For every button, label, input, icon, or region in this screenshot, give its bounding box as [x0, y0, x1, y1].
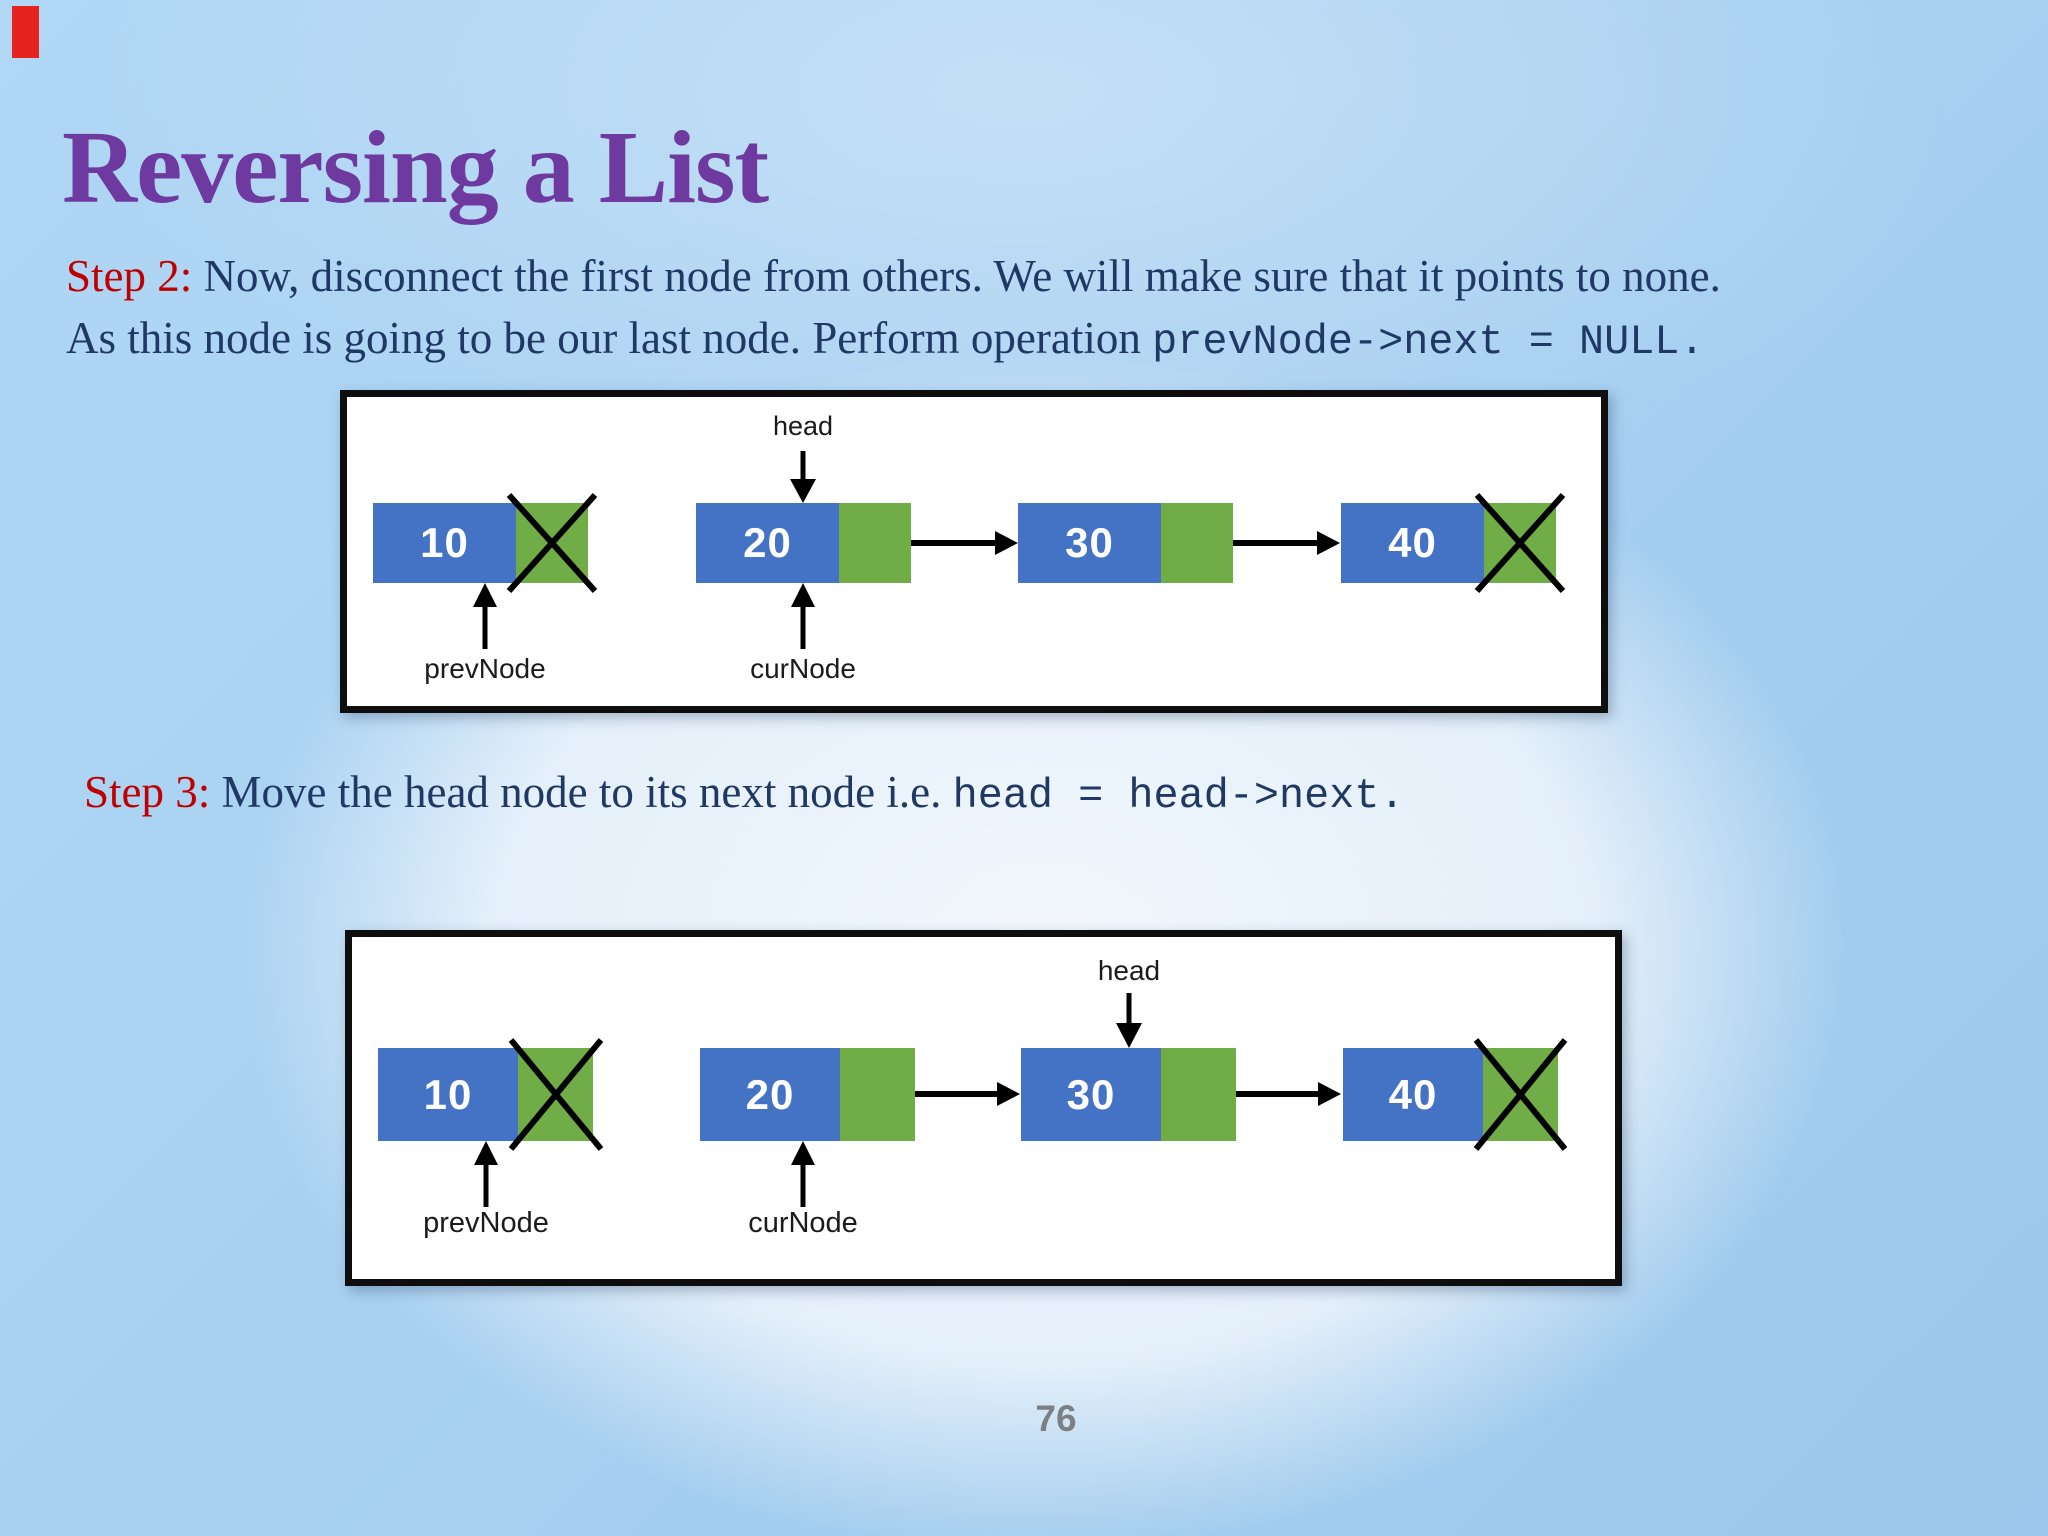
step3-code: head = head->next.	[952, 772, 1405, 820]
node-20-value: 20	[700, 1048, 840, 1141]
node-40: 40	[1343, 1048, 1558, 1141]
prevnode-pointer-arrow	[473, 583, 497, 649]
next-link-arrow-30-40	[1236, 1082, 1341, 1106]
node-40: 40	[1341, 503, 1556, 583]
node-30-value: 30	[1018, 503, 1161, 583]
node-30-next-pointer	[1161, 1048, 1236, 1141]
head-pointer-arrow	[790, 451, 816, 503]
node-40-value: 40	[1343, 1048, 1483, 1141]
node-20: 20	[696, 503, 911, 583]
prevnode-pointer-arrow	[474, 1141, 498, 1207]
curnode-pointer-arrow	[791, 1141, 815, 1207]
node-20-value: 20	[696, 503, 839, 583]
null-x-mark-node-40	[1474, 492, 1566, 594]
red-marker	[12, 6, 39, 58]
curnode-label: curNode	[748, 1207, 858, 1239]
node-30-next-pointer	[1161, 503, 1233, 583]
page-number: 76	[1035, 1398, 1077, 1439]
node-10-value: 10	[373, 503, 516, 583]
next-link-arrow-30-40	[1233, 531, 1340, 555]
step3-label: Step 3:	[84, 767, 211, 817]
null-x-mark-node-10	[506, 492, 598, 594]
slide-title: Reversing a List	[62, 109, 769, 225]
node-30-value: 30	[1021, 1048, 1161, 1141]
node-20: 20	[700, 1048, 915, 1141]
node-30: 30	[1018, 503, 1233, 583]
next-link-arrow-20-30	[915, 1082, 1020, 1106]
head-label: head	[772, 411, 834, 441]
node-20-next-pointer	[840, 1048, 915, 1141]
node-40-value: 40	[1341, 503, 1484, 583]
step2-label: Step 2:	[66, 251, 193, 301]
step2-paragraph: Step 2: Now, disconnect the first node f…	[66, 245, 2026, 372]
null-x-mark-node-10	[508, 1038, 604, 1151]
diagram2-arrows	[474, 993, 1568, 1207]
node-10-value: 10	[378, 1048, 518, 1141]
step2-text-line1: Now, disconnect the first node from othe…	[192, 251, 1721, 301]
curnode-pointer-arrow	[791, 583, 815, 649]
next-link-arrow-20-30	[911, 531, 1018, 555]
node-20-next-pointer	[839, 503, 911, 583]
curnode-label: curNode	[750, 653, 856, 684]
diagram1-arrows	[473, 451, 1566, 649]
step3-paragraph: Step 3: Move the head node to its next n…	[84, 761, 1984, 826]
step2-text-line2: As this node is going to be our last nod…	[66, 313, 1153, 364]
step3-text: Move the head node to its next node i.e.	[210, 767, 953, 817]
head-label: head	[1097, 955, 1161, 986]
node-30: 30	[1021, 1048, 1236, 1141]
diagram-step2-linked-list: 10 20 30 40 head prevNode curNode	[340, 390, 1608, 713]
prevnode-label: prevNode	[424, 653, 546, 684]
head-pointer-arrow	[1116, 993, 1142, 1048]
prevnode-label: prevNode	[423, 1207, 549, 1239]
null-x-mark-node-40	[1473, 1038, 1568, 1151]
step2-code: prevNode->next = NULL.	[1152, 318, 1705, 367]
diagram-step3-linked-list: 10 20 30 40 head prevNode curNode	[345, 930, 1622, 1286]
